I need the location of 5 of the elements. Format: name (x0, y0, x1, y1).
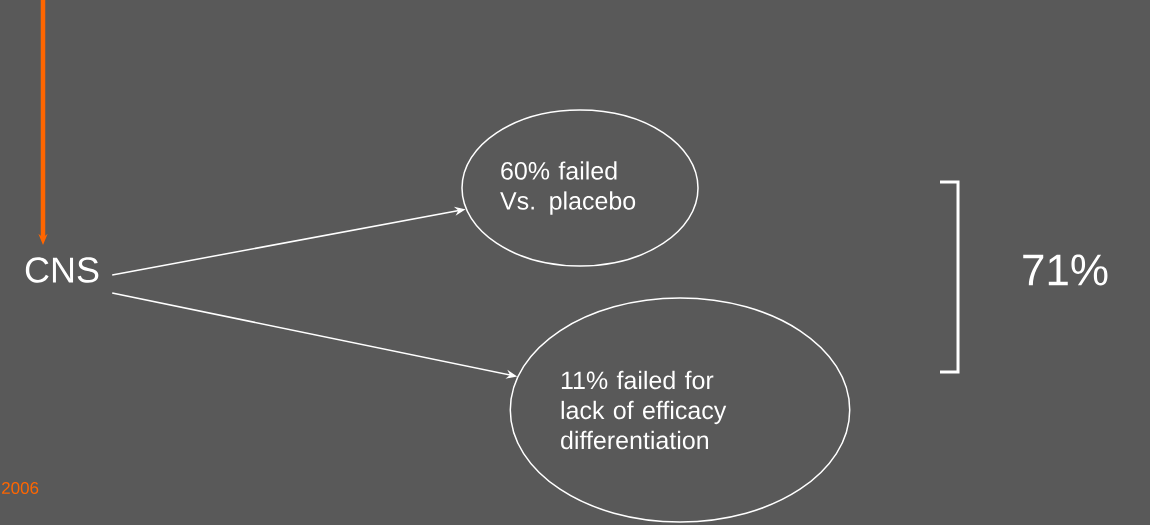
year-label: 2006 (2, 482, 39, 495)
percentage-label: 71% (1023, 254, 1108, 286)
ellipse-node: 11% failed for lack of efficacy differentiation (509, 297, 851, 523)
ellipse-node: 60% failed Vs. placebo (461, 109, 699, 267)
node-label: CNS (25, 257, 99, 283)
